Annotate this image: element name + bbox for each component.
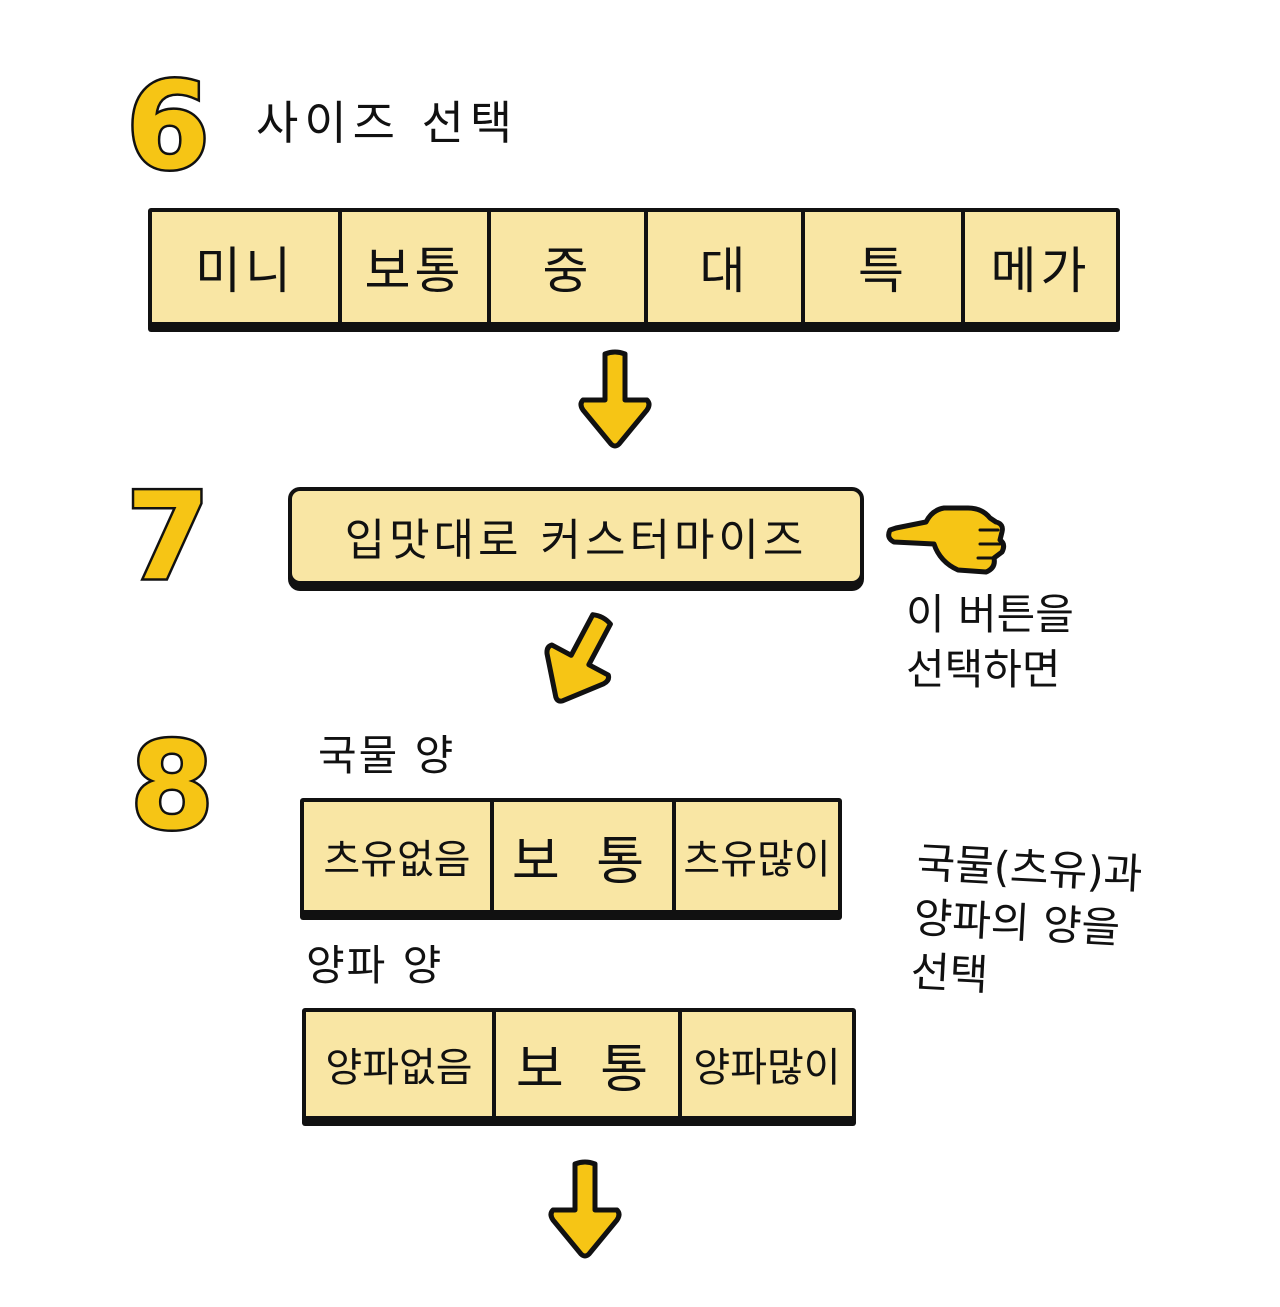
onion-option-none[interactable]: 양파없음 — [325, 1045, 473, 1091]
broth-option-normal[interactable]: 보 통 — [490, 802, 672, 910]
amount-note: 국물(츠유)과 양파의 양을 선택 — [909, 837, 1144, 1001]
arrow-down-icon — [548, 1159, 622, 1259]
size-option-large[interactable]: 대 — [644, 212, 801, 322]
step-7-number: 7 — [124, 468, 213, 607]
size-option-mega[interactable]: 메가 — [961, 212, 1116, 322]
broth-option-much[interactable]: 츠유많이 — [672, 802, 838, 910]
broth-options-bar: 츠유없음 보 통 츠유많이 — [300, 798, 842, 914]
size-option-extra[interactable]: 특 — [801, 212, 961, 322]
size-select-title: 사이즈 선택 — [256, 96, 519, 150]
step-6-number: 6 — [124, 58, 213, 197]
arrow-down-left-icon — [544, 612, 613, 704]
onion-option-normal[interactable]: 보 통 — [492, 1012, 678, 1116]
broth-amount-label: 국물 양 — [318, 731, 456, 780]
size-option-medium[interactable]: 중 — [487, 212, 644, 322]
size-option-normal[interactable]: 보통 — [338, 212, 487, 322]
arrow-down-icon — [578, 349, 652, 449]
customize-note: 이 버튼을 선택하면 — [906, 590, 1074, 694]
size-options-bar: 미니 보통 중 대 특 메가 — [148, 208, 1120, 326]
step-8-number: 8 — [128, 718, 217, 857]
onion-amount-label: 양파 양 — [306, 941, 444, 990]
onion-options-bar: 양파없음 보 통 양파많이 — [302, 1008, 856, 1120]
broth-option-none[interactable]: 츠유없음 — [323, 837, 471, 883]
pointing-hand-icon — [886, 505, 1007, 575]
customize-button[interactable]: 입맛대로 커스터마이즈 — [288, 487, 864, 585]
size-option-mini[interactable]: 미니 — [195, 242, 295, 300]
onion-option-much[interactable]: 양파많이 — [678, 1012, 852, 1116]
